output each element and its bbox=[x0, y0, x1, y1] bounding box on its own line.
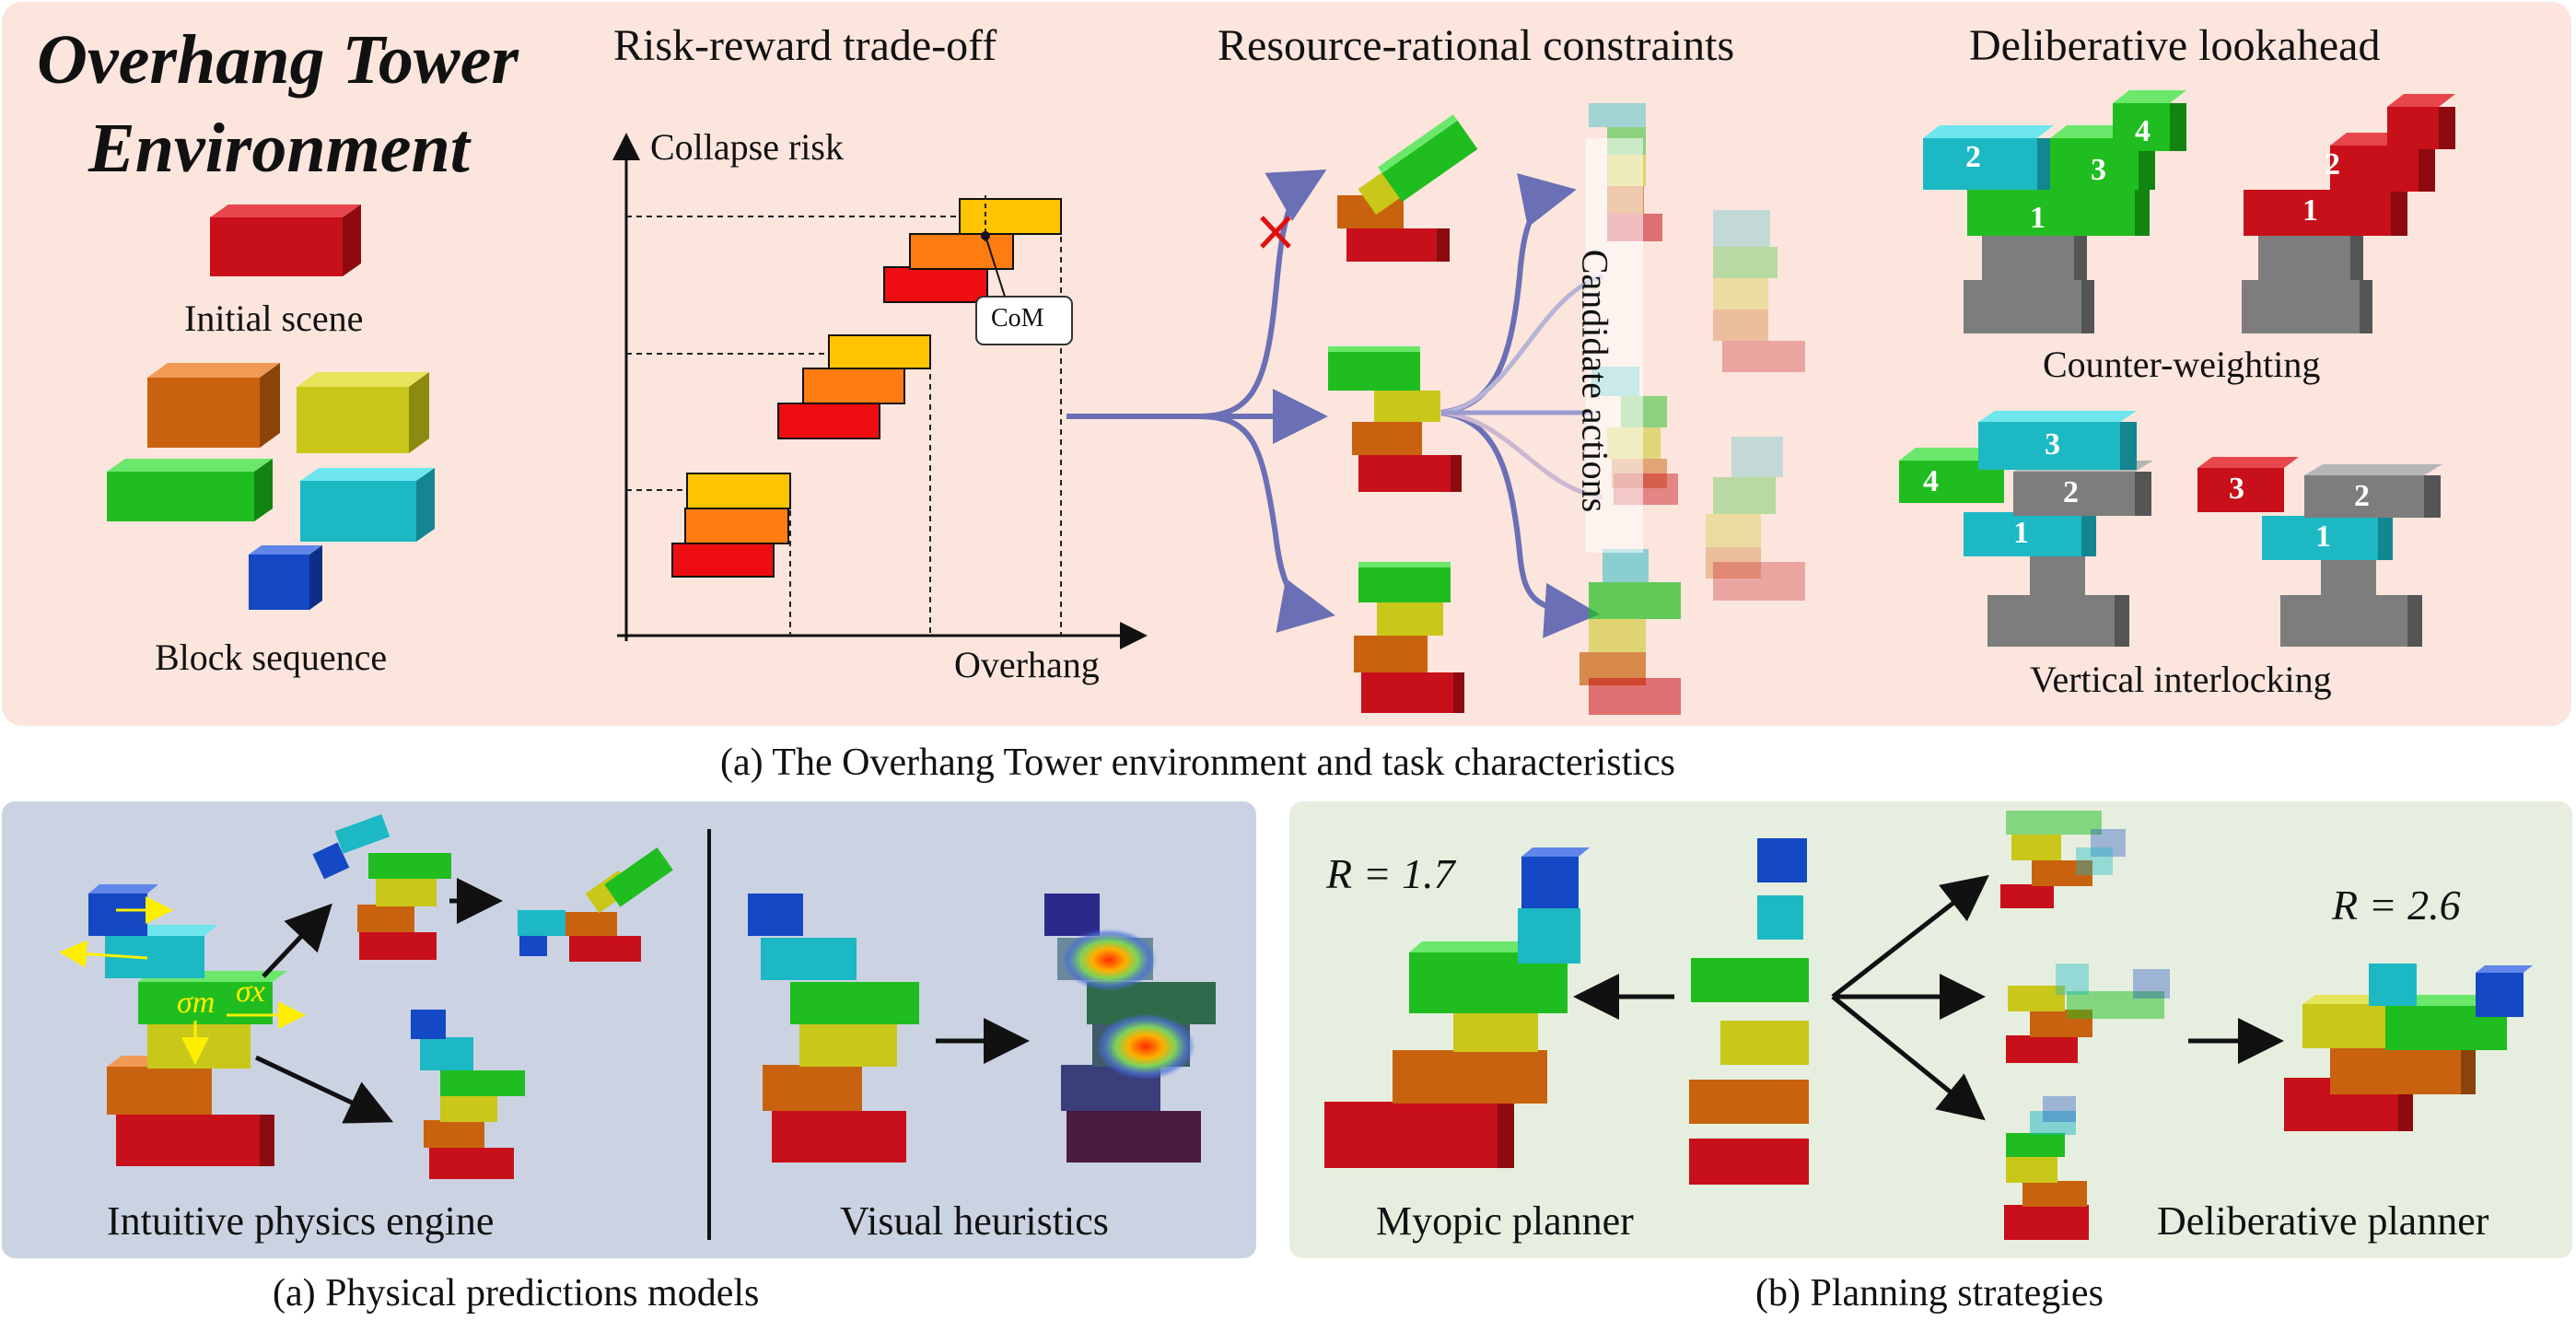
counter-weighting-left bbox=[1923, 90, 2186, 333]
cw-left-num-2: 2 bbox=[1965, 140, 1981, 174]
overhang-axis-label: Overhang bbox=[954, 644, 1100, 685]
initial-scene-label: Initial scene bbox=[184, 298, 364, 339]
sigma-x-label: σx bbox=[236, 975, 265, 1009]
heatmap-tower bbox=[1044, 894, 1216, 1163]
top-caption: (a) The Overhang Tower environment and t… bbox=[720, 742, 1675, 784]
cw-left-num-1: 1 bbox=[2030, 201, 2046, 235]
vertical-interlocking-label: Vertical interlocking bbox=[2030, 659, 2332, 700]
middle-tower bbox=[1328, 346, 1462, 492]
sim-tower-bottom bbox=[411, 1010, 525, 1179]
myopic-planner-label: Myopic planner bbox=[1376, 1198, 1634, 1244]
vi-left-num-1: 1 bbox=[2013, 516, 2029, 550]
counter-weighting-right bbox=[2242, 94, 2455, 333]
r-deliberative: R = 2.6 bbox=[2332, 882, 2461, 929]
sim-tower-top bbox=[312, 813, 451, 960]
cw-right-num-2: 2 bbox=[2325, 147, 2340, 181]
branch-arrows bbox=[1067, 169, 1603, 638]
sim-tower-collapse bbox=[518, 847, 673, 962]
physics-engine-label: Intuitive physics engine bbox=[107, 1198, 495, 1244]
planning-caption: (b) Planning strategies bbox=[1755, 1272, 2104, 1314]
physics-caption: (a) Physical predictions models bbox=[273, 1272, 760, 1314]
r-myopic: R = 1.7 bbox=[1326, 850, 1455, 897]
physics-black-arrows bbox=[254, 878, 503, 1124]
main-title-line1: Overhang Tower bbox=[37, 21, 519, 99]
candidate-actions-label: Candidate actions bbox=[1574, 249, 1616, 513]
com-label: CoM bbox=[991, 304, 1044, 333]
visual-heuristics-label: Visual heuristics bbox=[840, 1198, 1109, 1244]
vi-left-num-2: 2 bbox=[2063, 475, 2079, 509]
vertical-interlocking-right bbox=[2197, 457, 2442, 647]
bottom-tower bbox=[1354, 562, 1464, 713]
risk-reward-title: Risk-reward trade-off bbox=[613, 21, 997, 70]
vertical-interlocking-left bbox=[1899, 411, 2153, 647]
lookahead-title: Deliberative lookahead bbox=[1969, 21, 2381, 70]
sequence-column bbox=[1689, 838, 1809, 1185]
physics-main-tower bbox=[88, 884, 287, 1166]
planning-arrows bbox=[1831, 874, 2284, 1121]
rejected-x-icon bbox=[1260, 216, 1291, 249]
vi-left-num-4: 4 bbox=[1923, 464, 1939, 498]
deliberative-planner-label: Deliberative planner bbox=[2157, 1198, 2489, 1244]
candidate-towers bbox=[1579, 103, 1805, 715]
collapse-risk-axis-label: Collapse risk bbox=[650, 126, 844, 168]
heuristic-tower bbox=[748, 894, 919, 1163]
counter-weighting-label: Counter-weighting bbox=[2043, 344, 2321, 385]
block-sequence-label: Block sequence bbox=[155, 637, 388, 678]
noise-arrows bbox=[59, 896, 306, 1065]
vi-right-num-3: 3 bbox=[2229, 472, 2244, 506]
myopic-tower bbox=[1324, 847, 1590, 1168]
vi-right-num-1: 1 bbox=[2315, 520, 2331, 554]
vi-right-num-2: 2 bbox=[2354, 479, 2370, 513]
sigma-m-label: σm bbox=[177, 986, 216, 1020]
cw-right-num-1: 1 bbox=[2302, 193, 2318, 228]
cw-left-num-3: 3 bbox=[2091, 153, 2106, 187]
main-title-line2: Environment bbox=[88, 110, 470, 187]
deliberative-tower bbox=[2284, 964, 2533, 1131]
initial-scene-block bbox=[210, 204, 361, 276]
candidate-plan-towers bbox=[2000, 811, 2170, 1240]
block-sequence bbox=[107, 363, 435, 610]
risk-chart bbox=[612, 133, 1148, 649]
vi-left-num-3: 3 bbox=[2045, 427, 2060, 462]
falling-tower bbox=[1337, 114, 1478, 262]
resource-rational-title: Resource-rational constraints bbox=[1218, 21, 1735, 70]
cw-left-num-4: 4 bbox=[2135, 114, 2151, 148]
